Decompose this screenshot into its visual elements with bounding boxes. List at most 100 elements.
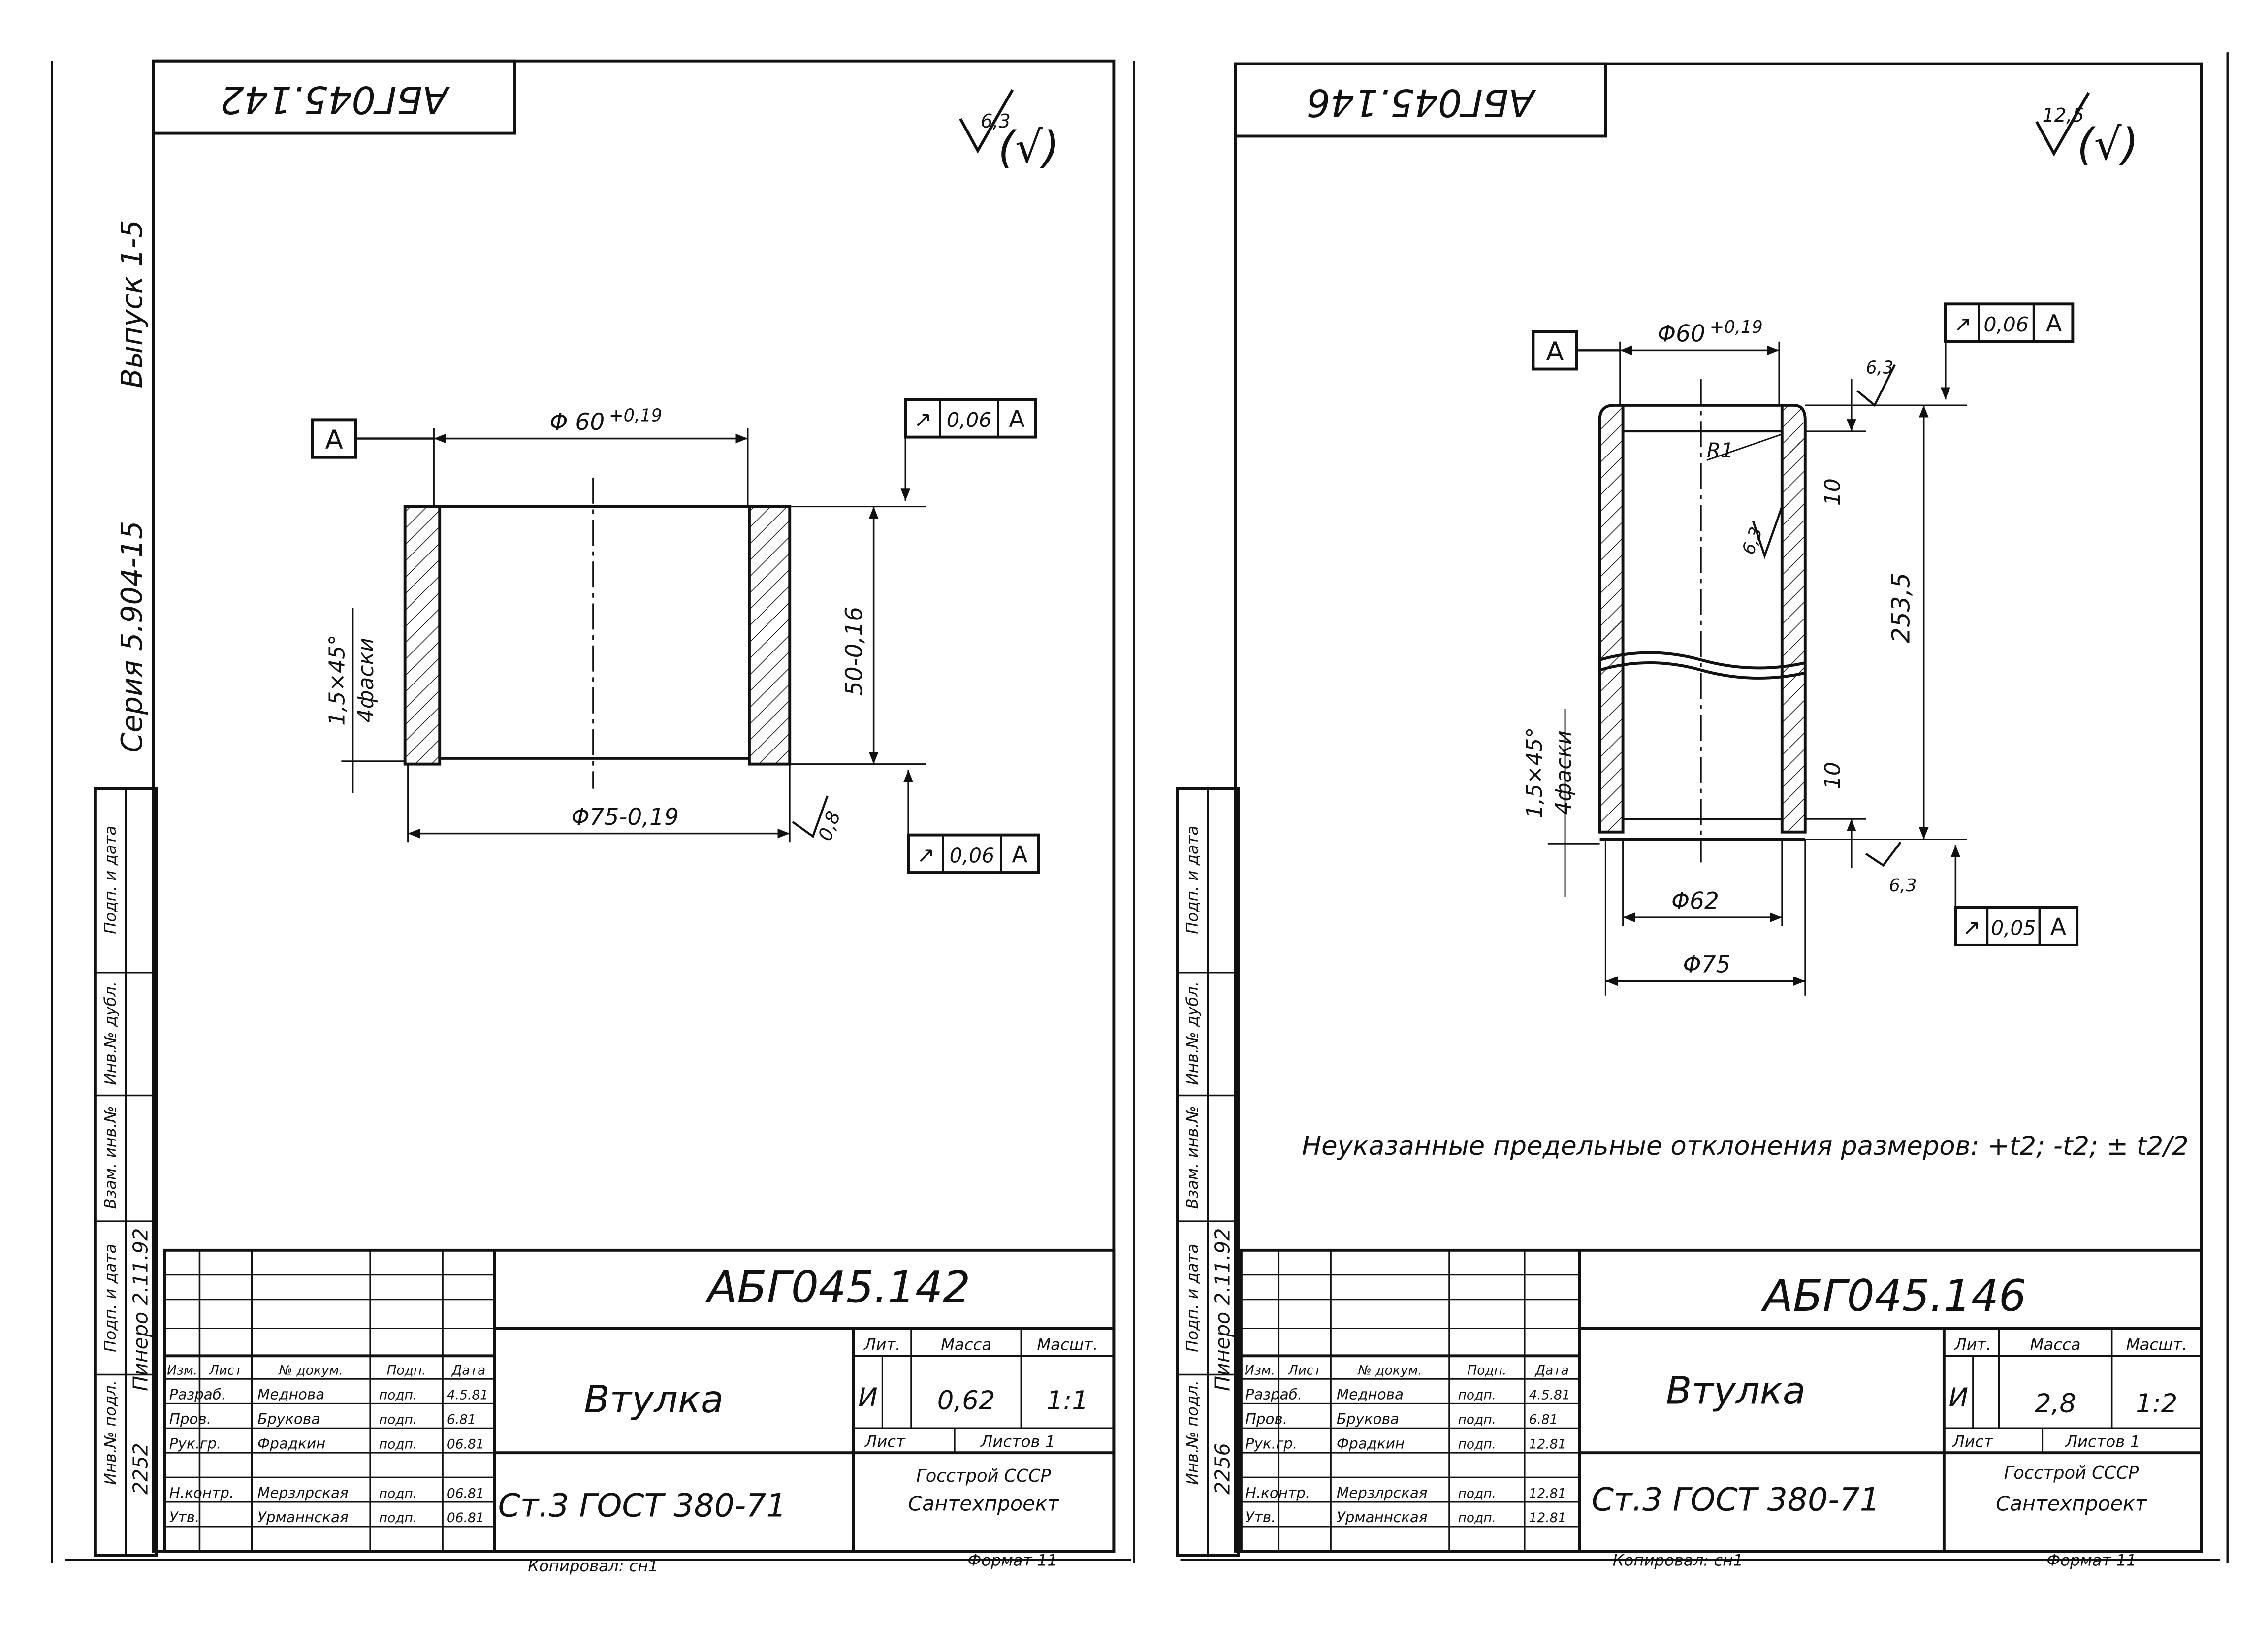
roughness-check-mark: (√) <box>2077 119 2139 169</box>
col-header: № докум. <box>278 1363 343 1378</box>
wall-section <box>1598 404 1625 834</box>
dim-height: 50-0,16 <box>841 607 868 696</box>
title-name: Втулка <box>584 1378 724 1422</box>
runout-datum: A <box>2046 310 2062 337</box>
roughness-inner: 6,3 <box>1738 506 1783 559</box>
row-date: 06.81 <box>447 1486 484 1501</box>
col-header: Дата <box>1534 1363 1568 1378</box>
row-name: Мерзлрская <box>257 1484 349 1501</box>
roughness-face: 0,8 <box>792 795 845 844</box>
datum-label: A <box>325 425 343 455</box>
row-role: Разраб. <box>169 1386 226 1402</box>
side-header: Подп. и дата <box>1183 826 1202 934</box>
dim-inner: Φ60+0,19 <box>1658 317 1763 348</box>
side-header: Инв.№ дубл. <box>101 981 120 1085</box>
sheet-label: Лист <box>864 1432 906 1451</box>
runout-datum: A <box>1009 406 1024 433</box>
row-role: Рук.гр. <box>1246 1435 1298 1452</box>
side-strip-left: Инв.№ подл. Подп. и дата Взам. инв.№ Инв… <box>94 787 158 1557</box>
title-block-left: АБГ045.142 Втулка Ст.3 ГОСТ 380-71 Лит. … <box>163 1248 1116 1553</box>
side-header: Инв.№ подл. <box>101 1380 120 1485</box>
runout-value: 0,06 <box>947 408 992 432</box>
col-header: Изм. <box>167 1363 197 1378</box>
chamfer-note: 4фаски <box>1551 730 1576 815</box>
roughness-top: 6,3 <box>1856 358 1896 407</box>
runout-frame-bottom: ↗ 0,05 A <box>1950 845 2079 946</box>
code-stamp-box <box>1234 62 1607 138</box>
runout-value: 0,05 <box>1991 916 2036 940</box>
tolerance-note: Неуказанные предельные отклонения размер… <box>1302 1131 2188 1161</box>
side-value: 2252 <box>129 1443 153 1495</box>
row-signature: подп. <box>379 1436 417 1452</box>
row-date: 6.81 <box>1529 1412 1558 1427</box>
col-header: № докум. <box>1357 1363 1422 1378</box>
row-role: Разраб. <box>1246 1386 1302 1402</box>
row-signature: подп. <box>379 1510 417 1526</box>
mass-value: 0,62 <box>937 1386 995 1416</box>
mass-value: 2,8 <box>2035 1389 2076 1419</box>
footer-copy: Копировал: сн1 <box>1613 1551 1743 1569</box>
dim-outer: Φ75-0,19 <box>572 804 679 831</box>
col-header: Подп. <box>387 1363 426 1378</box>
title-block-right: АБГ045.146 Втулка Ст.3 ГОСТ 380-71 Лит. … <box>1239 1248 2203 1553</box>
row-role: Н.контр. <box>1246 1484 1310 1501</box>
row-signature: подп. <box>1458 1412 1496 1427</box>
row-role: Утв. <box>1246 1509 1276 1526</box>
datum-box <box>311 418 357 459</box>
row-date: 6.81 <box>447 1412 476 1427</box>
roughness-bottom: 6,3 <box>1865 841 1917 896</box>
row-date: 4.5.81 <box>1529 1387 1570 1402</box>
dim-inner: Φ 60+0,19 <box>549 405 662 436</box>
row-signature: подп. <box>1458 1510 1496 1526</box>
lit-value: И <box>858 1383 878 1413</box>
side-header: Подп. и дата <box>1183 1244 1202 1352</box>
row-date: 12.81 <box>1529 1436 1566 1452</box>
row-name: Брукова <box>257 1410 320 1427</box>
side-value: Пинеро 2.11.92 <box>129 1228 153 1391</box>
part-section-left <box>403 477 792 789</box>
mass-header: Масса <box>2030 1335 2081 1354</box>
title-code: АБГ045.146 <box>1761 1270 2026 1321</box>
title-code: АБГ045.142 <box>705 1262 970 1313</box>
break-line <box>1599 651 1806 670</box>
row-signature: подп. <box>379 1486 417 1501</box>
dim-62: Φ62 <box>1671 887 1719 914</box>
row-role: Утв. <box>169 1509 200 1526</box>
scale-header: Масшт. <box>1037 1335 1098 1354</box>
row-name: Фрадкин <box>257 1435 325 1452</box>
dim-10-top: 10 <box>1820 478 1845 506</box>
chamfer-note: 4фаски <box>353 638 379 722</box>
radius-leader <box>1706 433 1783 461</box>
row-date: 4.5.81 <box>447 1387 488 1402</box>
svg-text:6,3: 6,3 <box>1866 358 1893 378</box>
row-role: Пров. <box>1246 1410 1287 1427</box>
footer-copy: Копировал: сн1 <box>528 1557 658 1575</box>
side-header: Подп. и дата <box>101 826 120 934</box>
col-header: Дата <box>451 1363 485 1378</box>
col-header: Лист <box>209 1363 243 1378</box>
row-role: Рук.гр. <box>169 1435 222 1452</box>
side-value: Пинеро 2.11.92 <box>1211 1228 1234 1391</box>
org2-label: Сантехпроект <box>908 1492 1060 1516</box>
row-name: Меднова <box>257 1386 324 1402</box>
wall-section <box>748 505 792 766</box>
side-header: Подп. и дата <box>101 1244 120 1352</box>
sheet-right: АБГ045.146 12,5 (√) A Φ60+0,19 <box>1133 52 2229 1569</box>
side-header: Инв.№ подл. <box>1183 1380 1202 1485</box>
row-signature: подп. <box>1458 1436 1496 1452</box>
col-header: Изм. <box>1245 1363 1275 1378</box>
roughness-general: 6,3 (√) <box>959 89 1059 172</box>
runout-datum: A <box>2050 913 2066 941</box>
runout-symbol: ↗ <box>1962 915 1981 940</box>
code-stamp-box <box>152 59 516 135</box>
runout-datum: A <box>1012 841 1027 868</box>
row-signature: подп. <box>1458 1387 1496 1402</box>
footer-format: Формат 11 <box>2046 1551 2136 1569</box>
row-name: Брукова <box>1337 1410 1399 1427</box>
chamfer-size: 1,5×45° <box>1522 727 1547 818</box>
runout-value: 0,06 <box>950 844 995 867</box>
row-signature: подп. <box>1458 1486 1496 1501</box>
dim-inner-value: Φ 60 <box>549 409 605 436</box>
row-name: Фрадкин <box>1337 1435 1405 1452</box>
svg-text:6,3: 6,3 <box>1889 876 1917 896</box>
